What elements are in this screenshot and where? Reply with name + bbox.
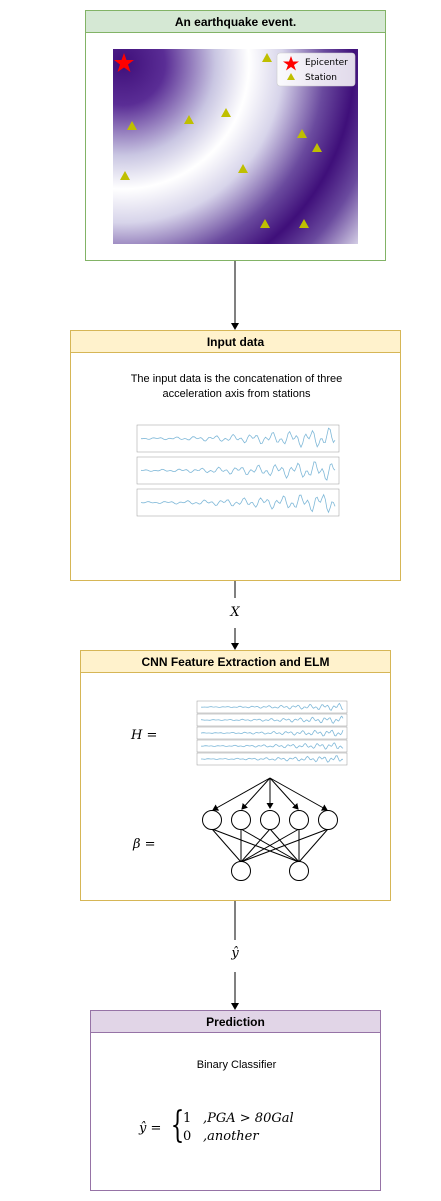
hidden-node bbox=[318, 810, 338, 830]
input-data-box[interactable]: Input data The input data is the concate… bbox=[70, 330, 401, 581]
input-signal-trace bbox=[136, 456, 340, 485]
legend-station-icon bbox=[287, 73, 295, 80]
legend-station-label: Station bbox=[305, 73, 337, 83]
input-description-line2: acceleration axis from stations bbox=[162, 388, 311, 400]
output-node bbox=[289, 861, 309, 881]
station-marker bbox=[238, 164, 248, 173]
cnn-box-title: CNN Feature Extraction and ELM bbox=[81, 651, 390, 673]
feature-signal-trace bbox=[196, 739, 348, 753]
hidden-node bbox=[202, 810, 222, 830]
station-markers bbox=[120, 53, 322, 228]
yhat-equation-label: ŷ = bbox=[139, 1121, 162, 1136]
station-marker bbox=[262, 53, 272, 62]
map-legend: Epicenter Station bbox=[276, 52, 356, 87]
input-waveform-plot bbox=[136, 424, 340, 517]
earthquake-map: Epicenter Station bbox=[113, 49, 358, 244]
feature-signal-trace bbox=[196, 726, 348, 740]
legend-epicenter-star-icon bbox=[283, 56, 299, 71]
hidden-node bbox=[289, 810, 309, 830]
case2-condition: ,another bbox=[203, 1129, 259, 1144]
station-marker bbox=[127, 121, 137, 130]
station-marker bbox=[120, 171, 130, 180]
prediction-box[interactable]: Prediction Binary Classifier ŷ = { 1 ,PG… bbox=[90, 1010, 381, 1191]
h-equation-label: H = bbox=[131, 728, 158, 743]
cnn-elm-box[interactable]: CNN Feature Extraction and ELM H = β = bbox=[80, 650, 391, 901]
input-description-line1: The input data is the concatenation of t… bbox=[130, 373, 343, 385]
feature-waveform-plot bbox=[196, 700, 348, 766]
output-node bbox=[231, 861, 251, 881]
feature-signal-trace bbox=[196, 713, 348, 727]
event-box-title: An earthquake event. bbox=[86, 11, 385, 33]
input-signal-trace bbox=[136, 424, 340, 453]
feature-signal-trace bbox=[196, 700, 348, 714]
beta-equation-label: β = bbox=[133, 837, 156, 852]
station-marker bbox=[260, 219, 270, 228]
piecewise-brace: { bbox=[170, 1105, 185, 1146]
case1-condition: ,PGA > 80Gal bbox=[203, 1111, 294, 1126]
station-marker bbox=[297, 129, 307, 138]
input-signal-trace bbox=[136, 488, 340, 517]
earthquake-event-box[interactable]: An earthquake event. bbox=[85, 10, 386, 261]
elm-network-diagram bbox=[202, 777, 338, 881]
station-marker bbox=[221, 108, 231, 117]
input-box-title: Input data bbox=[71, 331, 400, 353]
case2-value: 0 bbox=[183, 1129, 192, 1144]
edge-label-yhat: ŷ bbox=[231, 946, 239, 961]
hidden-node bbox=[260, 810, 280, 830]
edge-label-x: X bbox=[230, 605, 240, 620]
binary-classifier-label: Binary Classifier bbox=[196, 1059, 277, 1071]
prediction-box-title: Prediction bbox=[91, 1011, 380, 1033]
epicenter-star-icon bbox=[114, 53, 134, 72]
legend-epicenter-label: Epicenter bbox=[305, 58, 348, 68]
feature-signal-trace bbox=[196, 752, 348, 766]
station-marker bbox=[299, 219, 309, 228]
station-marker bbox=[184, 115, 194, 124]
station-marker bbox=[312, 143, 322, 152]
hidden-node bbox=[231, 810, 251, 830]
case1-value: 1 bbox=[183, 1111, 192, 1126]
